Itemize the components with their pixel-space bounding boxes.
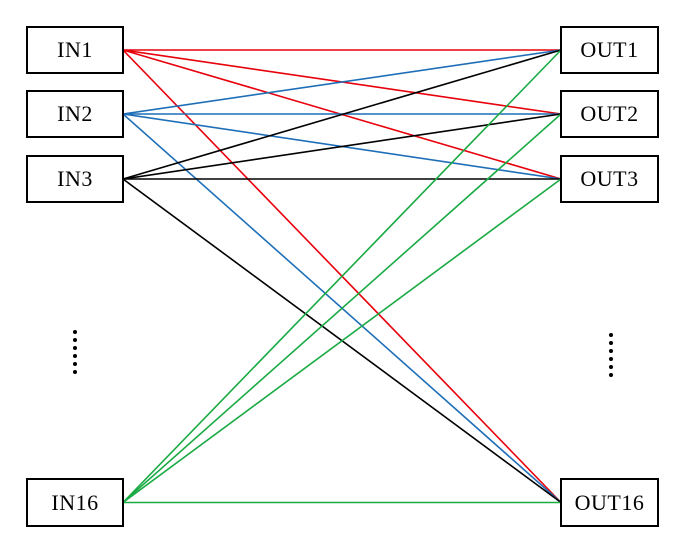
ellipsis-dot <box>73 362 77 366</box>
ellipsis-dot <box>609 365 613 369</box>
wire-in16-out2 <box>122 113 562 504</box>
wire-in16-out3 <box>122 178 562 504</box>
ellipsis-dot <box>73 354 77 358</box>
wire-in3-out1 <box>122 49 562 180</box>
output-port-out2: OUT2 <box>560 90 659 138</box>
input-ellipsis <box>73 330 79 378</box>
input-port-in3: IN3 <box>26 155 124 203</box>
input-port-in16: IN16 <box>26 478 124 527</box>
wire-in2-out1 <box>122 49 562 115</box>
output-port-out16: OUT16 <box>560 478 659 527</box>
output-ellipsis <box>609 333 615 381</box>
ellipsis-dot <box>609 357 613 361</box>
ellipsis-dot <box>609 349 613 353</box>
output-port-out3: OUT3 <box>560 155 659 203</box>
ellipsis-dot <box>609 341 613 345</box>
input-port-in1: IN1 <box>26 26 124 74</box>
ellipsis-dot <box>73 370 77 374</box>
ellipsis-dot <box>73 330 77 334</box>
ellipsis-dot <box>609 333 613 337</box>
ellipsis-dot <box>73 338 77 342</box>
input-port-in2: IN2 <box>26 90 124 138</box>
ellipsis-dot <box>73 346 77 350</box>
output-port-out1: OUT1 <box>560 26 659 74</box>
wire-in16-out1 <box>122 49 562 504</box>
ellipsis-dot <box>609 373 613 377</box>
